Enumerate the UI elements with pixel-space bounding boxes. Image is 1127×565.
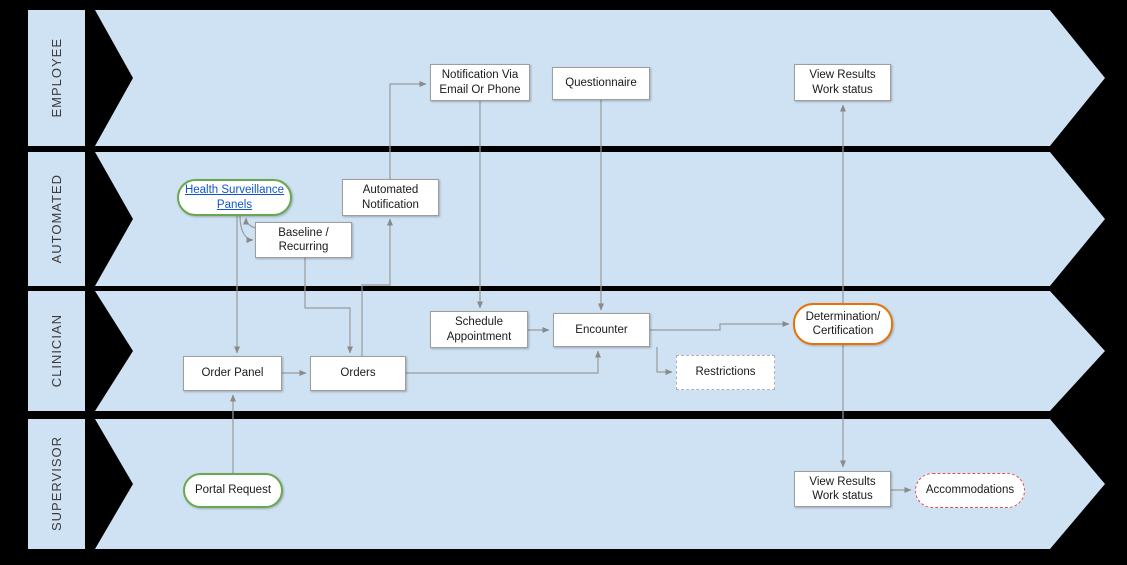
node-label: Portal Request	[194, 484, 272, 497]
node-portal-request: Portal Request	[183, 473, 283, 508]
node-encounter: Encounter	[553, 313, 650, 347]
lane-clinician-label-box: CLINICIAN	[28, 291, 85, 411]
node-label: Orders	[340, 367, 376, 380]
lane-clinician: CLINICIAN	[0, 291, 1127, 411]
node-label: View Results Work status	[809, 69, 876, 96]
health-surveillance-panels-link[interactable]: Health Surveillance Panels	[184, 184, 285, 211]
node-accommodations: Accommodations	[915, 473, 1025, 508]
node-automated-notification: Automated Notification	[342, 179, 439, 216]
node-label: Questionnaire	[565, 77, 637, 90]
node-label: Determination/ Certification	[805, 310, 881, 337]
lane-automated-label: AUTOMATED	[49, 174, 64, 264]
node-label: Automated Notification	[362, 184, 419, 211]
node-determination-certification: Determination/ Certification	[793, 303, 893, 345]
lane-supervisor-label: SUPERVISOR	[49, 436, 64, 532]
node-label: Notification Via Email Or Phone	[439, 69, 521, 96]
node-questionnaire: Questionnaire	[552, 67, 650, 100]
node-label: View Results Work status	[809, 475, 876, 502]
lane-automated: AUTOMATED	[0, 152, 1127, 286]
node-label: Restrictions	[695, 366, 756, 379]
node-label: Accommodations	[925, 484, 1015, 497]
node-order-panel: Order Panel	[183, 356, 282, 391]
node-label: Order Panel	[201, 367, 264, 380]
node-health-surveillance-panels: Health Surveillance Panels	[177, 179, 292, 216]
node-label: Encounter	[575, 323, 628, 336]
node-restrictions: Restrictions	[676, 355, 775, 390]
lane-supervisor-label-box: SUPERVISOR	[28, 419, 85, 549]
node-label: Baseline / Recurring	[278, 226, 329, 253]
lane-clinician-label: CLINICIAN	[49, 314, 64, 388]
node-orders: Orders	[310, 356, 406, 391]
lane-automated-band	[95, 152, 1105, 286]
lane-automated-label-box: AUTOMATED	[28, 152, 85, 286]
node-notification-via-email-or-phone: Notification Via Email Or Phone	[430, 64, 530, 101]
lane-employee-label-box: EMPLOYEE	[28, 10, 85, 146]
lane-clinician-band	[95, 291, 1105, 411]
node-label: Schedule Appointment	[446, 316, 512, 343]
node-view-results-work-status-supervisor: View Results Work status	[794, 471, 891, 507]
node-schedule-appointment: Schedule Appointment	[430, 311, 528, 348]
node-view-results-work-status-employee: View Results Work status	[794, 64, 891, 101]
node-baseline-recurring: Baseline / Recurring	[255, 222, 352, 258]
lane-employee-label: EMPLOYEE	[49, 38, 64, 118]
